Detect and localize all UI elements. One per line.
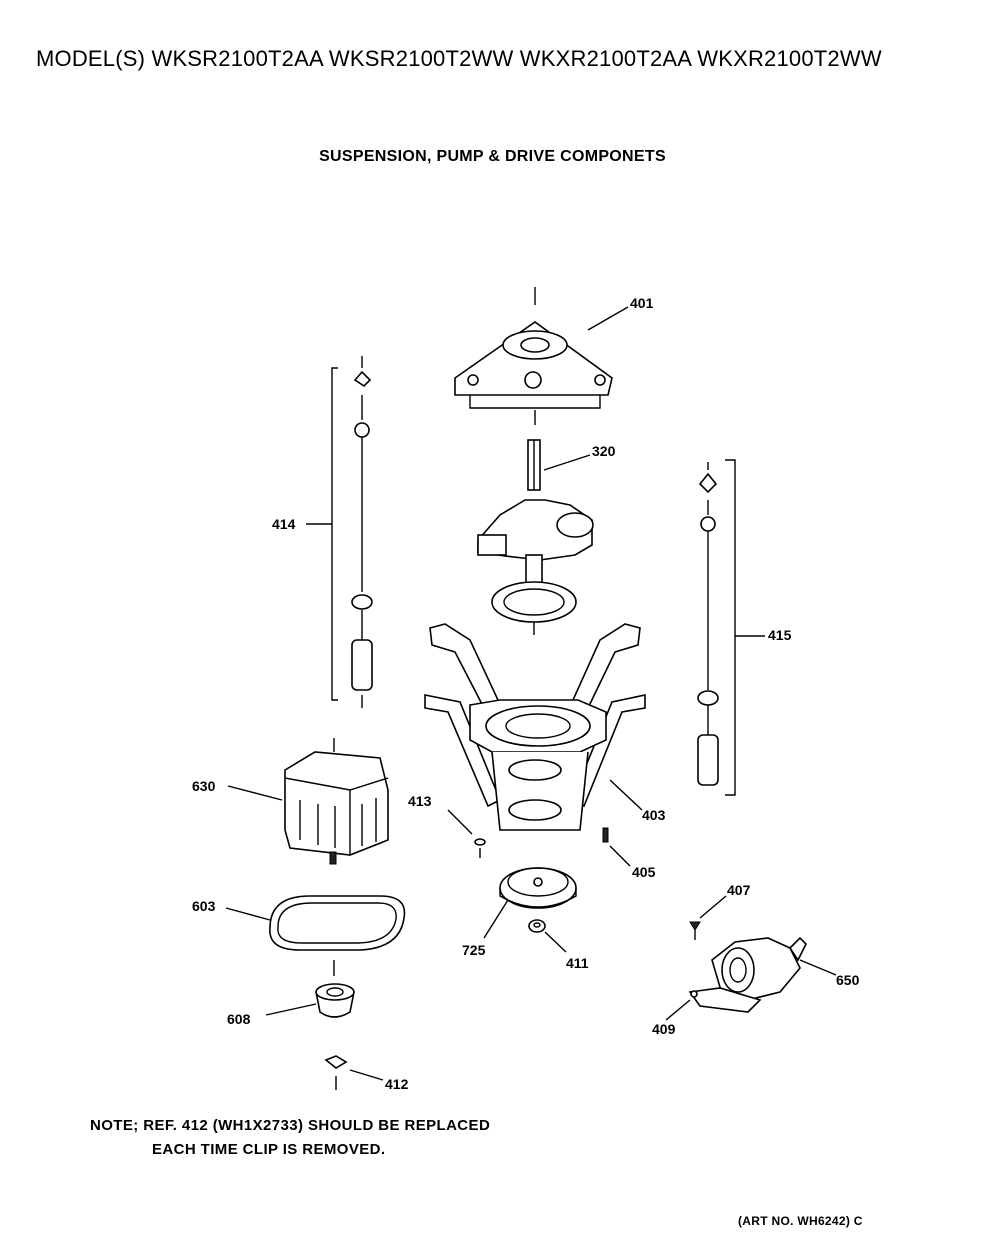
art-number: (ART NO. WH6242) C [738,1214,863,1228]
part-413-nut [474,838,486,858]
callout-725: 725 [462,942,486,958]
part-401-drive-cover [454,287,613,425]
leader-401: 401 [587,295,654,331]
leader-320: 320 [543,443,616,471]
callout-403: 403 [642,807,666,823]
callout-603: 603 [192,898,216,914]
leader-725: 725 [462,899,509,958]
callout-630: 630 [192,778,216,794]
leader-650: 650 [799,959,860,988]
callout-407: 407 [727,882,751,898]
callout-415: 415 [768,627,792,643]
leader-603: 603 [192,898,271,921]
leader-415: 415 [735,627,792,643]
leader-403: 403 [609,779,666,823]
part-411-nut [528,919,546,933]
part-412-clip [324,1055,348,1090]
part-608-motor-pulley [315,960,355,1018]
callout-650: 650 [836,972,860,988]
callout-608: 608 [227,1011,251,1027]
callout-413: 413 [408,793,432,809]
replacement-note: NOTE; REF. 412 (WH1X2733) SHOULD BE REPL… [90,1114,490,1162]
leader-413: 413 [408,793,473,835]
callout-320: 320 [592,443,616,459]
part-415-suspension-rod [697,459,736,796]
callout-414: 414 [272,516,296,532]
leader-412: 412 [349,1069,409,1092]
callout-409: 409 [652,1021,676,1037]
part-414-suspension-rod [331,356,373,708]
leader-405: 405 [609,845,656,880]
callout-412: 412 [385,1076,409,1092]
leader-630: 630 [192,778,283,801]
leader-608: 608 [227,1003,317,1027]
part-603-drive-belt [269,895,406,951]
part-320-transmission [477,439,594,635]
part-405-screw [602,827,609,843]
callout-401: 401 [630,295,654,311]
part-630-motor [284,738,389,865]
leader-409: 409 [652,999,691,1037]
leader-411: 411 [544,931,589,971]
model-list: MODEL(S) WKSR2100T2AA WKSR2100T2WW WKXR2… [36,46,882,71]
part-407-screw [689,921,701,940]
section-title: SUSPENSION, PUMP & DRIVE COMPONETS [319,148,666,165]
leader-407: 407 [699,882,751,919]
callout-411: 411 [566,955,589,971]
callout-405: 405 [632,864,656,880]
part-725-drive-pulley [499,867,577,909]
leader-414: 414 [272,516,332,532]
note-line-2: EACH TIME CLIP IS REMOVED. [152,1141,386,1158]
note-line-1: NOTE; REF. 412 (WH1X2733) SHOULD BE REPL… [90,1117,491,1134]
part-403-mounting-platform [424,623,646,831]
part-650-pump [688,936,807,1013]
